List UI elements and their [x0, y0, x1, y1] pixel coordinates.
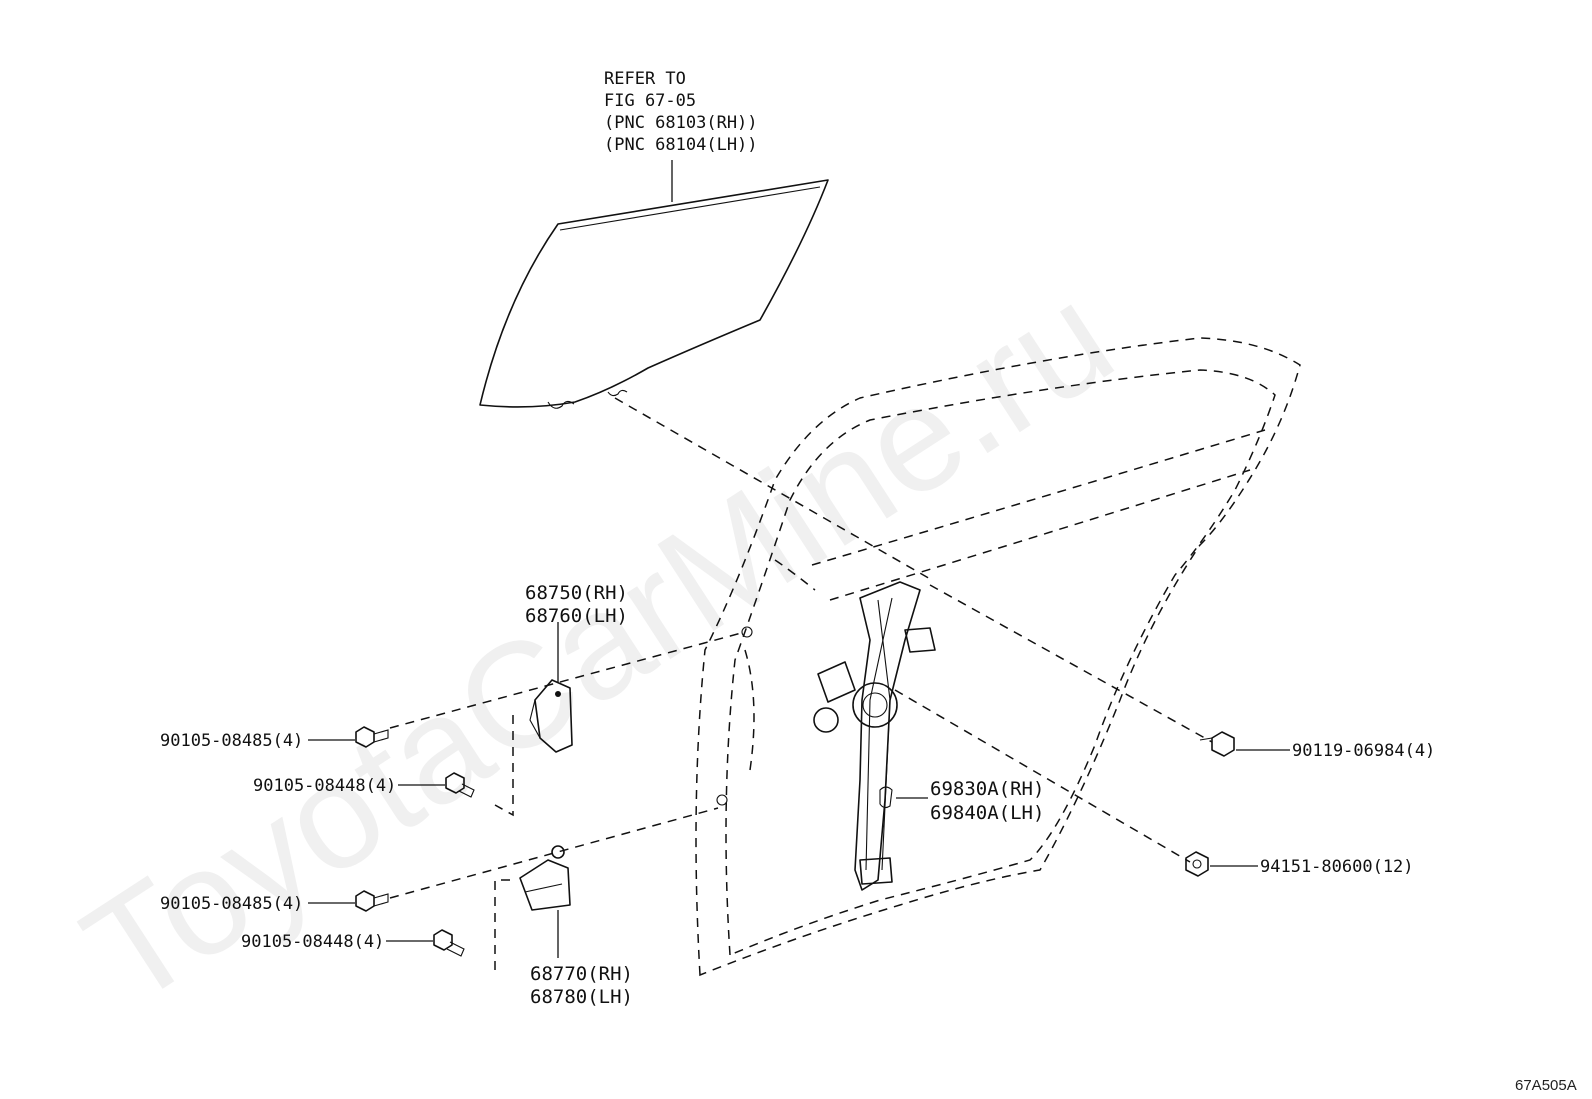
upper-inner-bolt[interactable] — [445, 772, 475, 798]
regulator-bolt[interactable] — [1199, 731, 1235, 757]
window-regulator[interactable] — [813, 581, 936, 891]
svg-text:68750(RH): 68750(RH) — [525, 582, 628, 604]
lower-hinge-guide — [389, 807, 719, 899]
upper-hinge[interactable] — [529, 679, 573, 753]
upper-inner-bolt-label: 90105-08448(4) — [253, 776, 396, 796]
upper-outer-bolt-label: 90105-08485(4) — [160, 731, 303, 751]
regulator-bolt-label: 90119-06984(4) — [1292, 741, 1435, 761]
regulator-bolt-guide — [929, 584, 1213, 743]
svg-text:68760(LH): 68760(LH) — [525, 605, 628, 627]
lower-inner-bolt[interactable] — [433, 929, 465, 957]
glass-guide-line — [614, 397, 933, 581]
lower-outer-bolt-label: 90105-08485(4) — [160, 894, 303, 914]
svg-text:68780(LH): 68780(LH) — [530, 986, 633, 1008]
upper-hinge-vertical-guide — [494, 715, 514, 817]
door-outline — [695, 337, 1301, 977]
glass-reference-label: REFER TO FIG 67-05 (PNC 68103(RH)) (PNC … — [604, 69, 758, 155]
lower-hinge[interactable] — [519, 845, 571, 911]
svg-text:(PNC 68103(RH)): (PNC 68103(RH)) — [604, 113, 758, 133]
watermark: ToyotaCarMine.ru — [56, 251, 1140, 1037]
door-glass[interactable] — [479, 179, 829, 409]
upper-outer-bolt[interactable] — [355, 726, 389, 748]
svg-text:FIG 67-05: FIG 67-05 — [604, 91, 696, 111]
svg-text:69840A(LH): 69840A(LH) — [930, 802, 1044, 824]
regulator-label: 69830A(RH) 69840A(LH) — [930, 778, 1044, 824]
lower-inner-bolt-label: 90105-08448(4) — [241, 932, 384, 952]
lower-hinge-vertical-guide — [494, 879, 510, 972]
upper-hinge-label: 68750(RH) 68760(LH) — [525, 582, 628, 627]
svg-text:68770(RH): 68770(RH) — [530, 963, 633, 985]
svg-text:REFER TO: REFER TO — [604, 69, 686, 89]
regulator-nut-guide — [894, 689, 1191, 863]
upper-hinge-guide — [389, 631, 746, 729]
lower-hinge-label: 68770(RH) 68780(LH) — [530, 963, 633, 1008]
lower-outer-bolt[interactable] — [355, 890, 389, 912]
figure-id: 67A505A — [1515, 1077, 1577, 1094]
regulator-nut[interactable] — [1185, 851, 1209, 877]
regulator-nut-label: 94151-80600(12) — [1260, 857, 1414, 877]
svg-text:69830A(RH): 69830A(RH) — [930, 778, 1044, 800]
svg-text:(PNC 68104(LH)): (PNC 68104(LH)) — [604, 135, 758, 155]
